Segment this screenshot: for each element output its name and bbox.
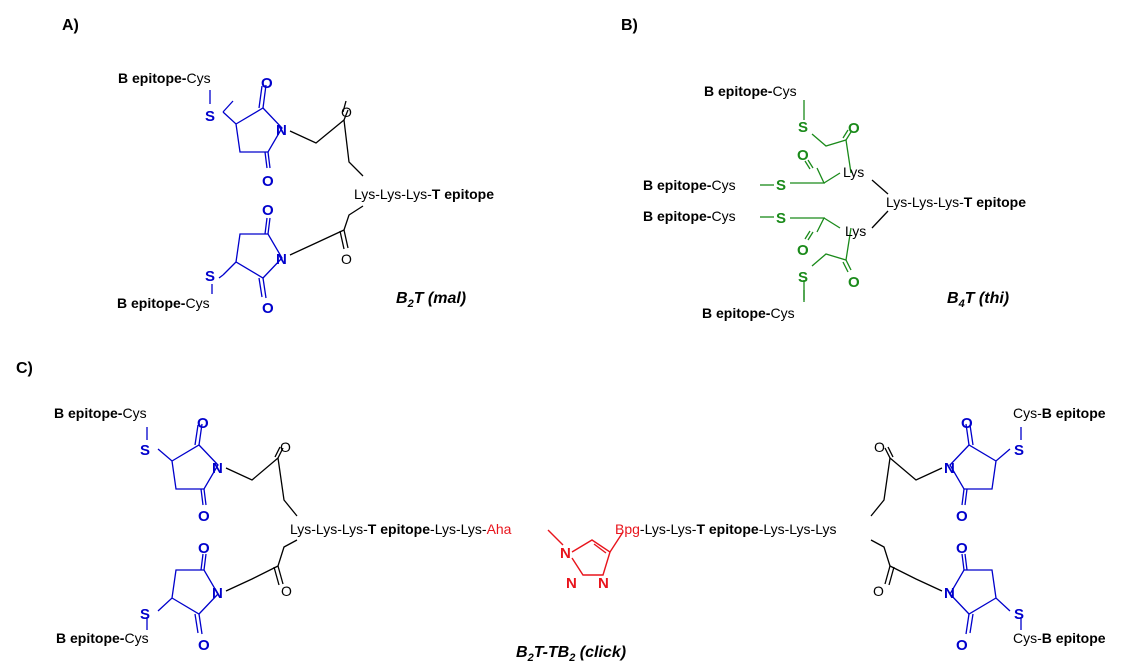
lys-t-epitope-label: Lys-Lys-Lys-T epitope	[886, 194, 1026, 210]
nitrogen-atom: N	[598, 575, 609, 592]
sulfur-atom: S	[140, 606, 150, 623]
oxygen-atom: O	[956, 508, 968, 525]
oxygen-atom: O	[262, 300, 274, 317]
sulfur-atom: S	[205, 268, 215, 285]
b-epitope-cys-label: B epitope-Cys	[118, 70, 211, 86]
panel-c-structure: S O N O O N O S O O S O N O O N O S O O …	[54, 405, 1106, 664]
panel-b-structure: S O O S S O S O B epitope-Cys B epitope-…	[643, 83, 1026, 321]
sulfur-atom: S	[205, 108, 215, 125]
sulfur-atom: S	[776, 210, 786, 227]
sulfur-atom: S	[776, 177, 786, 194]
oxygen-atom: O	[873, 583, 884, 599]
oxygen-atom: O	[262, 173, 274, 190]
sulfur-atom: S	[798, 119, 808, 136]
oxygen-atom: O	[198, 637, 210, 654]
linker-bottom	[289, 205, 364, 256]
b-epitope-cys-label: B epitope-Cys	[643, 208, 736, 224]
oxygen-atom: O	[961, 415, 973, 432]
sulfur-atom: S	[140, 442, 150, 459]
triazole-ring	[547, 529, 624, 576]
lys-label: Lys	[843, 164, 864, 180]
nitrogen-atom: N	[566, 575, 577, 592]
s-bond-top	[222, 100, 234, 113]
lys-t-epitope-label: Lys-Lys-Lys-T epitope	[354, 186, 494, 202]
nitrogen-atom: N	[276, 122, 287, 139]
lys-label: Lys	[845, 223, 866, 239]
click-right-chain-label: Bpg-Lys-Lys-T epitope-Lys-Lys-Lys	[615, 521, 836, 537]
cys-b-epitope-label: Cys-B epitope	[1013, 405, 1106, 421]
oxygen-atom: O	[797, 242, 809, 259]
caption-b2t-tb2-click: B2T-TB2 (click)	[516, 644, 626, 664]
oxygen-atom: O	[956, 637, 968, 654]
caption-b2t-mal: B2T (mal)	[396, 290, 466, 310]
nitrogen-atom: N	[560, 545, 571, 562]
nitrogen-atom: N	[212, 460, 223, 477]
oxygen-atom: O	[848, 120, 860, 137]
oxygen-atom: O	[341, 251, 352, 267]
oxygen-atom: O	[261, 75, 273, 92]
nitrogen-atom: N	[276, 251, 287, 268]
b-epitope-cys-label: B epitope-Cys	[643, 177, 736, 193]
oxygen-atom: O	[198, 508, 210, 525]
panel-label-b: B)	[621, 17, 638, 34]
nitrogen-atom: N	[212, 585, 223, 602]
sulfur-atom: S	[1014, 442, 1024, 459]
b-epitope-cys-label: B epitope-Cys	[56, 630, 149, 646]
sulfur-atom: S	[798, 269, 808, 286]
oxygen-atom: O	[341, 104, 352, 120]
nitrogen-atom: N	[944, 460, 955, 477]
b-epitope-cys-label: B epitope-Cys	[54, 405, 147, 421]
maleimide-ring-bottom	[222, 217, 283, 299]
panel-label-c: C)	[16, 360, 33, 377]
oxygen-atom: O	[197, 415, 209, 432]
linker-top	[289, 100, 364, 177]
oxygen-atom: O	[262, 202, 274, 219]
panel-a-structure: S O N O O N O S O O B epitope-Cys B epit…	[117, 70, 494, 317]
b-epitope-cys-label: B epitope-Cys	[702, 305, 795, 321]
panel-label-a: A)	[62, 17, 79, 34]
sulfur-atom: S	[1014, 606, 1024, 623]
b-epitope-cys-label: B epitope-Cys	[704, 83, 797, 99]
b-epitope-cys-label: B epitope-Cys	[117, 295, 210, 311]
click-left-chain-label: Lys-Lys-Lys-T epitope-Lys-Lys-Aha	[290, 521, 512, 537]
oxygen-atom: O	[797, 147, 809, 164]
oxygen-atom: O	[280, 439, 291, 455]
cys-b-epitope-label: Cys-B epitope	[1013, 630, 1106, 646]
nitrogen-atom: N	[944, 585, 955, 602]
oxygen-atom: O	[874, 439, 885, 455]
caption-b4t-thi: B4T (thi)	[947, 290, 1009, 310]
oxygen-atom: O	[956, 540, 968, 557]
maleimide-ring-top	[222, 84, 283, 169]
oxygen-atom: O	[198, 540, 210, 557]
oxygen-atom: O	[848, 274, 860, 291]
oxygen-atom: O	[281, 583, 292, 599]
